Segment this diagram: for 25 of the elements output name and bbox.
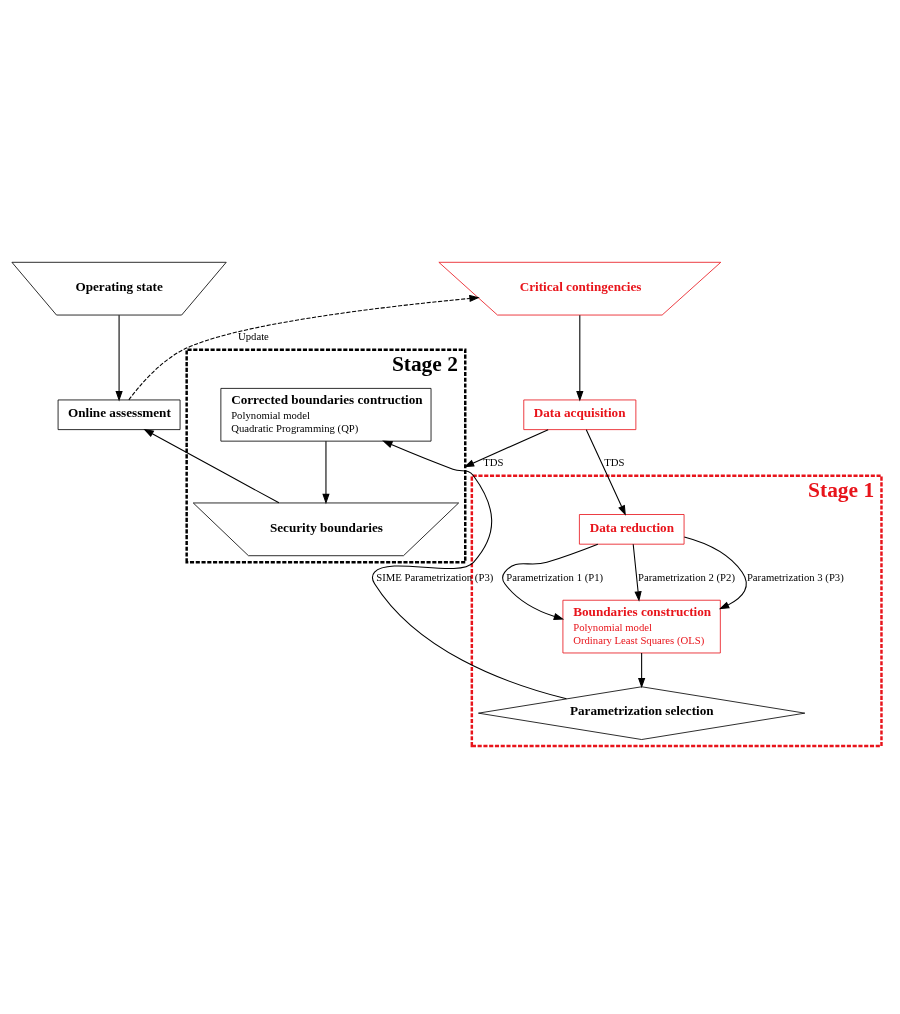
- arrow: [463, 428, 549, 467]
- edge-label: SIME Parametrization (P3): [376, 570, 494, 583]
- edge-label: Parametrization 3 (P3): [746, 570, 844, 583]
- arrow: [322, 440, 330, 504]
- arrow: [128, 294, 480, 400]
- node-box: Data acquisition: [523, 399, 637, 430]
- edge-label: Parametrization 2 (P2): [638, 570, 735, 583]
- edge-label: Update: [237, 329, 269, 342]
- edge-label: TDS: [483, 455, 504, 468]
- edge-label: TDS: [604, 455, 625, 468]
- node-box: Online assessment: [57, 399, 181, 430]
- arrow: [371, 440, 567, 699]
- arrow: [585, 428, 626, 516]
- arrow: [638, 652, 646, 688]
- arrow: [143, 428, 280, 503]
- arrow: [501, 543, 599, 620]
- arrow: [683, 535, 747, 609]
- edge-label: Parametrization 1 (P1): [506, 570, 604, 583]
- arrow: [576, 314, 584, 401]
- node-box: Boundaries construction Polynomial model Ordinary Least Squares (OLS): [562, 599, 721, 653]
- node-box: Data reduction: [579, 513, 685, 545]
- arrow: [115, 314, 123, 401]
- arrow: [632, 543, 642, 602]
- node-box: Corrected boundaries contruction Polynomial model Quadratic Programming (QP): [220, 387, 432, 442]
- node-diamond: Parametrization selection: [478, 685, 806, 740]
